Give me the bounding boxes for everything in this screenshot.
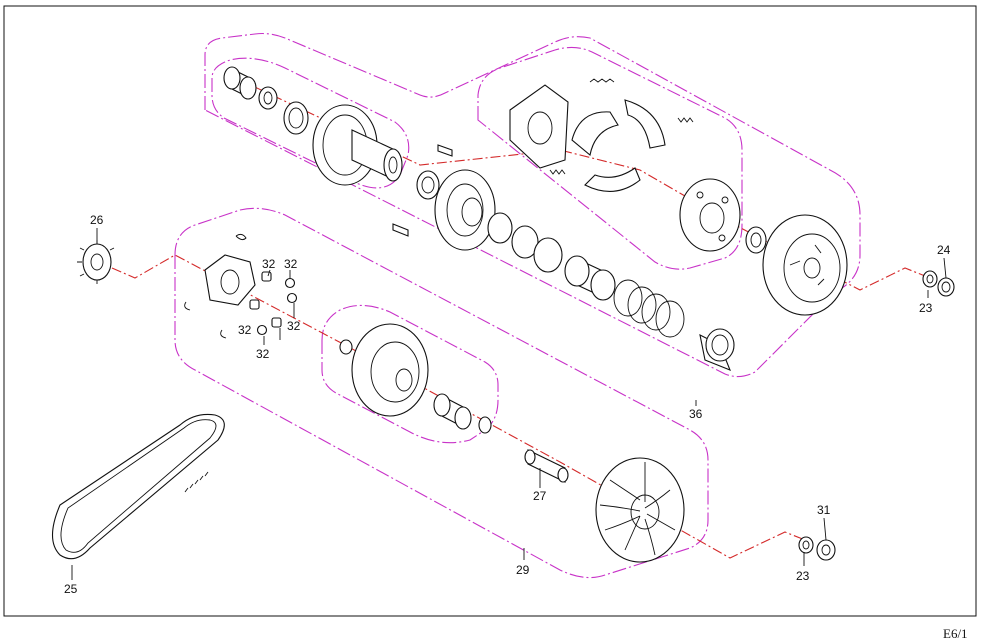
small-ring-part [478, 416, 492, 434]
clutch-spring-part [549, 78, 694, 175]
clutch-outer-part [762, 214, 848, 316]
callout-32-d: 32 [238, 323, 252, 337]
group-outline-clutch [477, 46, 743, 270]
callout-23-lower: 23 [796, 569, 810, 583]
clutch-plate-part [509, 84, 569, 169]
clutch-carrier-part [679, 178, 741, 252]
spring-seat-part [699, 328, 735, 371]
page-code: E6/1 [943, 626, 968, 641]
collar-part [564, 255, 616, 301]
fan-29-part [595, 457, 685, 563]
gear-26-part [77, 240, 115, 284]
torque-spring-part [613, 279, 685, 338]
washer-part [258, 86, 278, 110]
group-outline-pulley [211, 57, 410, 189]
diagram-frame [3, 5, 977, 617]
callout-27: 27 [533, 489, 547, 503]
washer-23-upper [922, 270, 938, 288]
ramp-plate-part [204, 254, 256, 306]
slider-clip-part [184, 233, 247, 339]
callout-26: 26 [90, 213, 104, 227]
callout-31: 31 [817, 503, 831, 517]
boss-sleeve-part [433, 393, 472, 430]
callout-32-e: 32 [256, 347, 270, 361]
nut-31 [816, 539, 836, 561]
callout-25: 25 [64, 582, 78, 596]
callout-32-b: 32 [284, 257, 298, 271]
drive-belt-25-part [51, 413, 225, 560]
washer-23-lower [798, 536, 814, 554]
nut-part [745, 226, 767, 254]
callout-24: 24 [937, 243, 951, 257]
drive-face-part [351, 323, 429, 417]
group-outline-36 [204, 32, 861, 378]
small-washer-part [339, 339, 353, 355]
callout-36: 36 [689, 407, 703, 421]
guide-pin-part [392, 144, 453, 237]
callout-23-upper: 23 [919, 301, 933, 315]
group-outline-29 [174, 207, 709, 579]
leader-lines [71, 228, 947, 580]
group-outline-drive-face [321, 304, 499, 444]
o-ring-part [487, 212, 563, 273]
oil-seal-part [416, 170, 440, 200]
seal-ring-part [283, 101, 309, 135]
driven-face-part [312, 104, 403, 186]
callout-29: 29 [516, 563, 530, 577]
bearing-sleeve-part [223, 66, 257, 100]
callout-32-a: 32 [262, 257, 276, 271]
clutch-shoe-part [571, 99, 666, 192]
collar-27-part [524, 449, 569, 483]
nut-24 [937, 277, 955, 297]
callout-32-c: 32 [287, 319, 301, 333]
sliding-driven-face-part [434, 169, 496, 251]
